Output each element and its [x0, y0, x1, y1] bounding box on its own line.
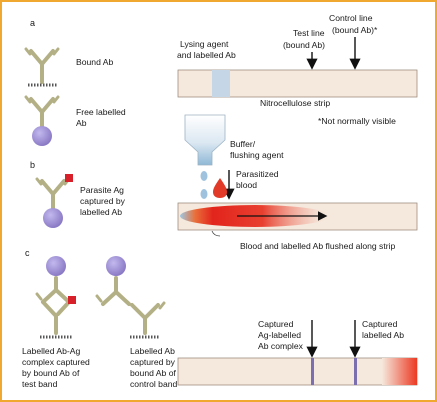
captured-complex-label-line2: Ag-labelled — [258, 330, 301, 340]
control-line-label-line1: Control line — [329, 13, 373, 23]
control-label-line4: control band — [130, 379, 178, 389]
bound-ab-label: Bound Ab — [76, 57, 113, 67]
buffer-label-line2: flushing agent — [230, 150, 284, 160]
panel-a-letter: a — [30, 18, 35, 28]
complex-label-line3: by bound Ab of — [22, 368, 80, 378]
labelled-ab-captured-icon — [95, 256, 166, 335]
control-band — [354, 358, 357, 385]
control-label-line2: captured by — [130, 357, 176, 367]
blood-label-line2: blood — [236, 180, 257, 190]
blood-drop-icon — [213, 178, 227, 198]
captured-ab-label-line1: Captured — [362, 319, 398, 329]
bound-antibody-icon — [24, 47, 60, 84]
control-label-line1: Labelled Ab — [130, 346, 175, 356]
lysing-agent-label-line1: Lysing agent — [180, 39, 229, 49]
captured-complex-label-line3: Ab complex — [258, 341, 304, 351]
parasite-ag-label-line2: captured by — [80, 196, 126, 206]
test-line-label-line1: Test line — [293, 28, 325, 38]
test-band — [311, 358, 314, 385]
labelled-ab-ag-complex-icon — [35, 256, 76, 335]
flush-bracket — [211, 230, 221, 237]
flush-label: Blood and labelled Ab flushed along stri… — [240, 241, 395, 251]
panel-c-letter: c — [25, 248, 30, 258]
blood-label-line1: Parasitized — [236, 169, 279, 179]
captured-ab-label-line2: labelled Ab — [362, 330, 404, 340]
complex-label-line4: test band — [22, 379, 58, 389]
free-ab-label-line2: Ab — [76, 118, 87, 128]
panel-b-letter: b — [30, 160, 35, 170]
strip-label: Nitrocellulose strip — [260, 98, 330, 108]
test-line-label-line2: (bound Ab) — [283, 40, 325, 50]
labelled-antibody-with-antigen-icon — [35, 174, 73, 228]
buffer-drop-icon — [200, 189, 208, 199]
lysing-agent-pad — [212, 70, 230, 97]
free-ab-label-line1: Free labelled — [76, 107, 126, 117]
nitrocellulose-strip-c — [177, 357, 418, 386]
parasite-ag-label-line1: Parasite Ag — [80, 185, 124, 195]
captured-complex-label-line1: Captured — [258, 319, 294, 329]
control-label-line3: bound Ab of — [130, 368, 176, 378]
complex-label-line1: Labelled Ab-Ag — [22, 346, 81, 356]
footnote: *Not normally visible — [318, 116, 396, 126]
lysing-agent-label-line2: and labelled Ab — [177, 50, 236, 60]
parasite-ag-label-line3: labelled Ab — [80, 207, 122, 217]
dropper-icon — [184, 114, 226, 166]
free-labelled-antibody-icon — [24, 95, 60, 146]
complex-label-line2: complex captured — [22, 357, 90, 367]
control-line-label-line2: (bound Ab)* — [332, 25, 378, 35]
strip-end-red — [382, 358, 417, 385]
buffer-label-line1: Buffer/ — [230, 139, 256, 149]
buffer-drop-icon — [200, 171, 208, 181]
